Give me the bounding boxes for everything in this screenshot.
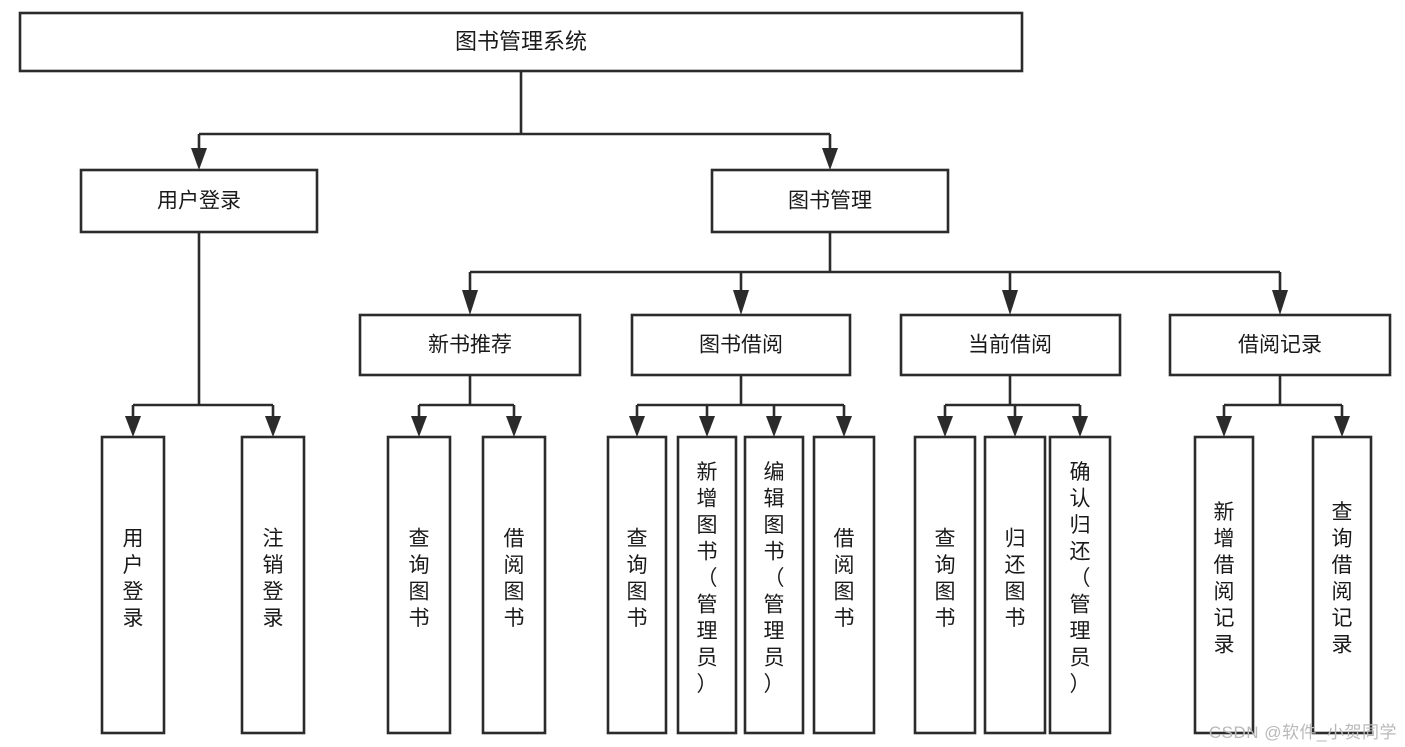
node-current-borrow-box[interactable]: [899, 313, 1122, 377]
node-leaf-borrow-book-2-box[interactable]: [812, 435, 876, 735]
arrowhead-leaf-add-record: [1216, 416, 1232, 437]
arrowhead-leaf-return-book: [1007, 416, 1023, 437]
node-leaf-return-book[interactable]: 归还图书: [983, 435, 1047, 735]
node-leaf-query-book-3-box[interactable]: [913, 435, 977, 735]
node-leaf-borrow-book-1[interactable]: 借阅图书: [481, 435, 547, 735]
arrowhead-leaf-query-book-2: [629, 416, 645, 437]
node-leaf-borrow-book-1-box[interactable]: [481, 435, 547, 735]
connector-layer: [125, 71, 1350, 437]
arrowhead-leaf-user-login: [125, 416, 141, 437]
node-leaf-return-book-label: 归还图书: [1005, 527, 1026, 630]
node-new-book-rec-box[interactable]: [358, 313, 582, 377]
node-borrow-record[interactable]: 借阅记录: [1168, 313, 1392, 377]
node-leaf-borrow-book-1-label: 借阅图书: [504, 527, 525, 630]
node-leaf-query-record-box[interactable]: [1311, 435, 1373, 735]
node-new-book-rec[interactable]: 新书推荐: [358, 313, 582, 377]
node-leaf-borrow-book-2-label: 借阅图书: [834, 527, 855, 630]
node-user-login-box[interactable]: [79, 168, 319, 234]
node-leaf-return-book-box[interactable]: [983, 435, 1047, 735]
arrowhead-leaf-query-book-3: [937, 416, 953, 437]
node-leaf-add-record-box[interactable]: [1193, 435, 1255, 735]
arrowhead-new-book-rec: [462, 290, 478, 315]
node-leaf-add-book-box[interactable]: [676, 435, 738, 735]
node-leaf-edit-book-box[interactable]: [743, 435, 805, 735]
arrowhead-leaf-query-book-1: [411, 416, 427, 437]
node-new-book-rec-label: 新书推荐: [428, 334, 512, 357]
node-leaf-borrow-book-2[interactable]: 借阅图书: [812, 435, 876, 735]
arrowhead-user-login: [191, 148, 207, 170]
node-leaf-edit-book-label: 编辑图书（管理员）: [764, 461, 785, 696]
node-leaf-user-login-label: 用户登录: [123, 527, 144, 630]
node-leaf-query-book-1-label: 查询图书: [409, 527, 430, 630]
node-leaf-user-logout[interactable]: 注销登录: [240, 435, 306, 735]
arrowhead-leaf-user-logout: [265, 416, 281, 437]
node-leaf-edit-book[interactable]: 编辑图书（管理员）: [743, 435, 805, 735]
node-leaf-query-record-label: 查询借阅记录: [1332, 501, 1353, 657]
arrowhead-leaf-borrow-book-1: [506, 416, 522, 437]
arrowhead-leaf-add-book: [699, 416, 715, 437]
node-leaf-query-book-1[interactable]: 查询图书: [386, 435, 452, 735]
node-leaf-query-record[interactable]: 查询借阅记录: [1311, 435, 1373, 735]
node-leaf-confirm-return-label: 确认归还（管理员）: [1070, 461, 1091, 696]
leaf-node-layer: 用户登录 注销登录 查询图书 借阅图书 查询图书 新增图书（管理员）: [100, 435, 1373, 735]
arrowhead-leaf-confirm-return: [1072, 416, 1088, 437]
node-leaf-query-book-3[interactable]: 查询图书: [913, 435, 977, 735]
node-leaf-user-logout-box[interactable]: [240, 435, 306, 735]
node-leaf-query-book-2[interactable]: 查询图书: [606, 435, 668, 735]
arrowhead-leaf-edit-book: [766, 416, 782, 437]
node-book-borrow[interactable]: 图书借阅: [630, 313, 852, 377]
node-leaf-confirm-return[interactable]: 确认归还（管理员）: [1048, 435, 1112, 735]
arrowhead-leaf-query-record: [1334, 416, 1350, 437]
node-leaf-user-login[interactable]: 用户登录: [100, 435, 166, 735]
node-current-borrow[interactable]: 当前借阅: [899, 313, 1122, 377]
node-borrow-record-label: 借阅记录: [1238, 334, 1322, 357]
arrowhead-leaf-borrow-book-2: [836, 416, 852, 437]
node-leaf-query-book-2-box[interactable]: [606, 435, 668, 735]
arrowhead-borrow-record: [1272, 290, 1288, 315]
node-root-label: 图书管理系统: [455, 29, 587, 54]
node-leaf-add-book-label: 新增图书（管理员）: [697, 461, 718, 696]
node-leaf-add-book[interactable]: 新增图书（管理员）: [676, 435, 738, 735]
node-user-login[interactable]: 用户登录: [79, 168, 319, 234]
node-leaf-add-record-label: 新增借阅记录: [1214, 501, 1235, 657]
node-leaf-confirm-return-box[interactable]: [1048, 435, 1112, 735]
node-leaf-query-book-3-label: 查询图书: [935, 527, 956, 630]
node-leaf-query-book-2-label: 查询图书: [627, 527, 648, 630]
node-leaf-user-logout-label: 注销登录: [263, 527, 284, 630]
node-book-manage-label: 图书管理: [788, 190, 872, 213]
node-leaf-query-book-1-box[interactable]: [386, 435, 452, 735]
arrowhead-book-borrow: [733, 290, 749, 315]
node-book-manage[interactable]: 图书管理: [710, 168, 950, 234]
node-book-borrow-label: 图书借阅: [699, 334, 783, 357]
node-root[interactable]: 图书管理系统: [18, 11, 1024, 73]
node-book-manage-box[interactable]: [710, 168, 950, 234]
node-leaf-user-login-box[interactable]: [100, 435, 166, 735]
node-book-borrow-box[interactable]: [630, 313, 852, 377]
csdn-watermark: CSDN @软件_小贺同学: [1208, 723, 1397, 742]
arrowhead-current-borrow: [1002, 290, 1018, 315]
node-root-box[interactable]: [18, 11, 1024, 73]
node-user-login-label: 用户登录: [157, 190, 241, 213]
node-borrow-record-box[interactable]: [1168, 313, 1392, 377]
node-current-borrow-label: 当前借阅: [968, 334, 1052, 357]
node-leaf-add-record[interactable]: 新增借阅记录: [1193, 435, 1255, 735]
arrowhead-book-manage: [822, 148, 838, 170]
